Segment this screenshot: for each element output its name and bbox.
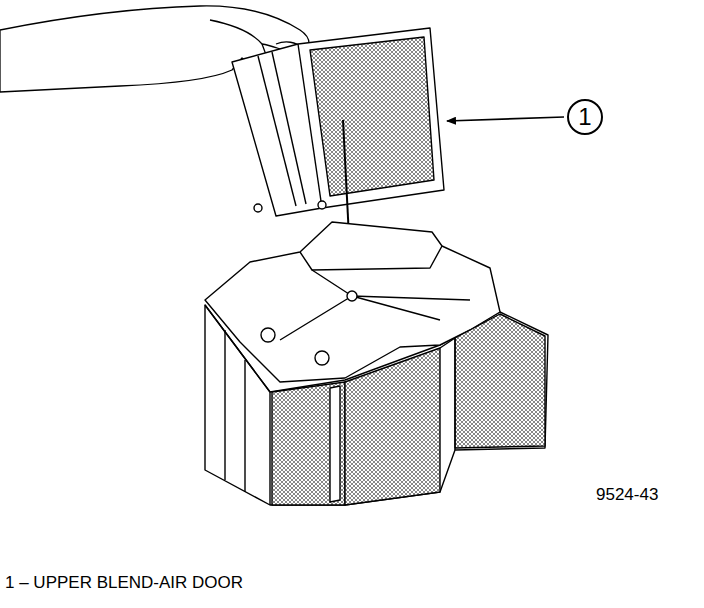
figure-number: 9524-43 — [596, 486, 658, 505]
callout-number: 1 — [578, 105, 591, 129]
legend-text: 1 – UPPER BLEND-AIR DOOR — [5, 574, 243, 593]
callout-circle: 1 — [567, 99, 603, 135]
